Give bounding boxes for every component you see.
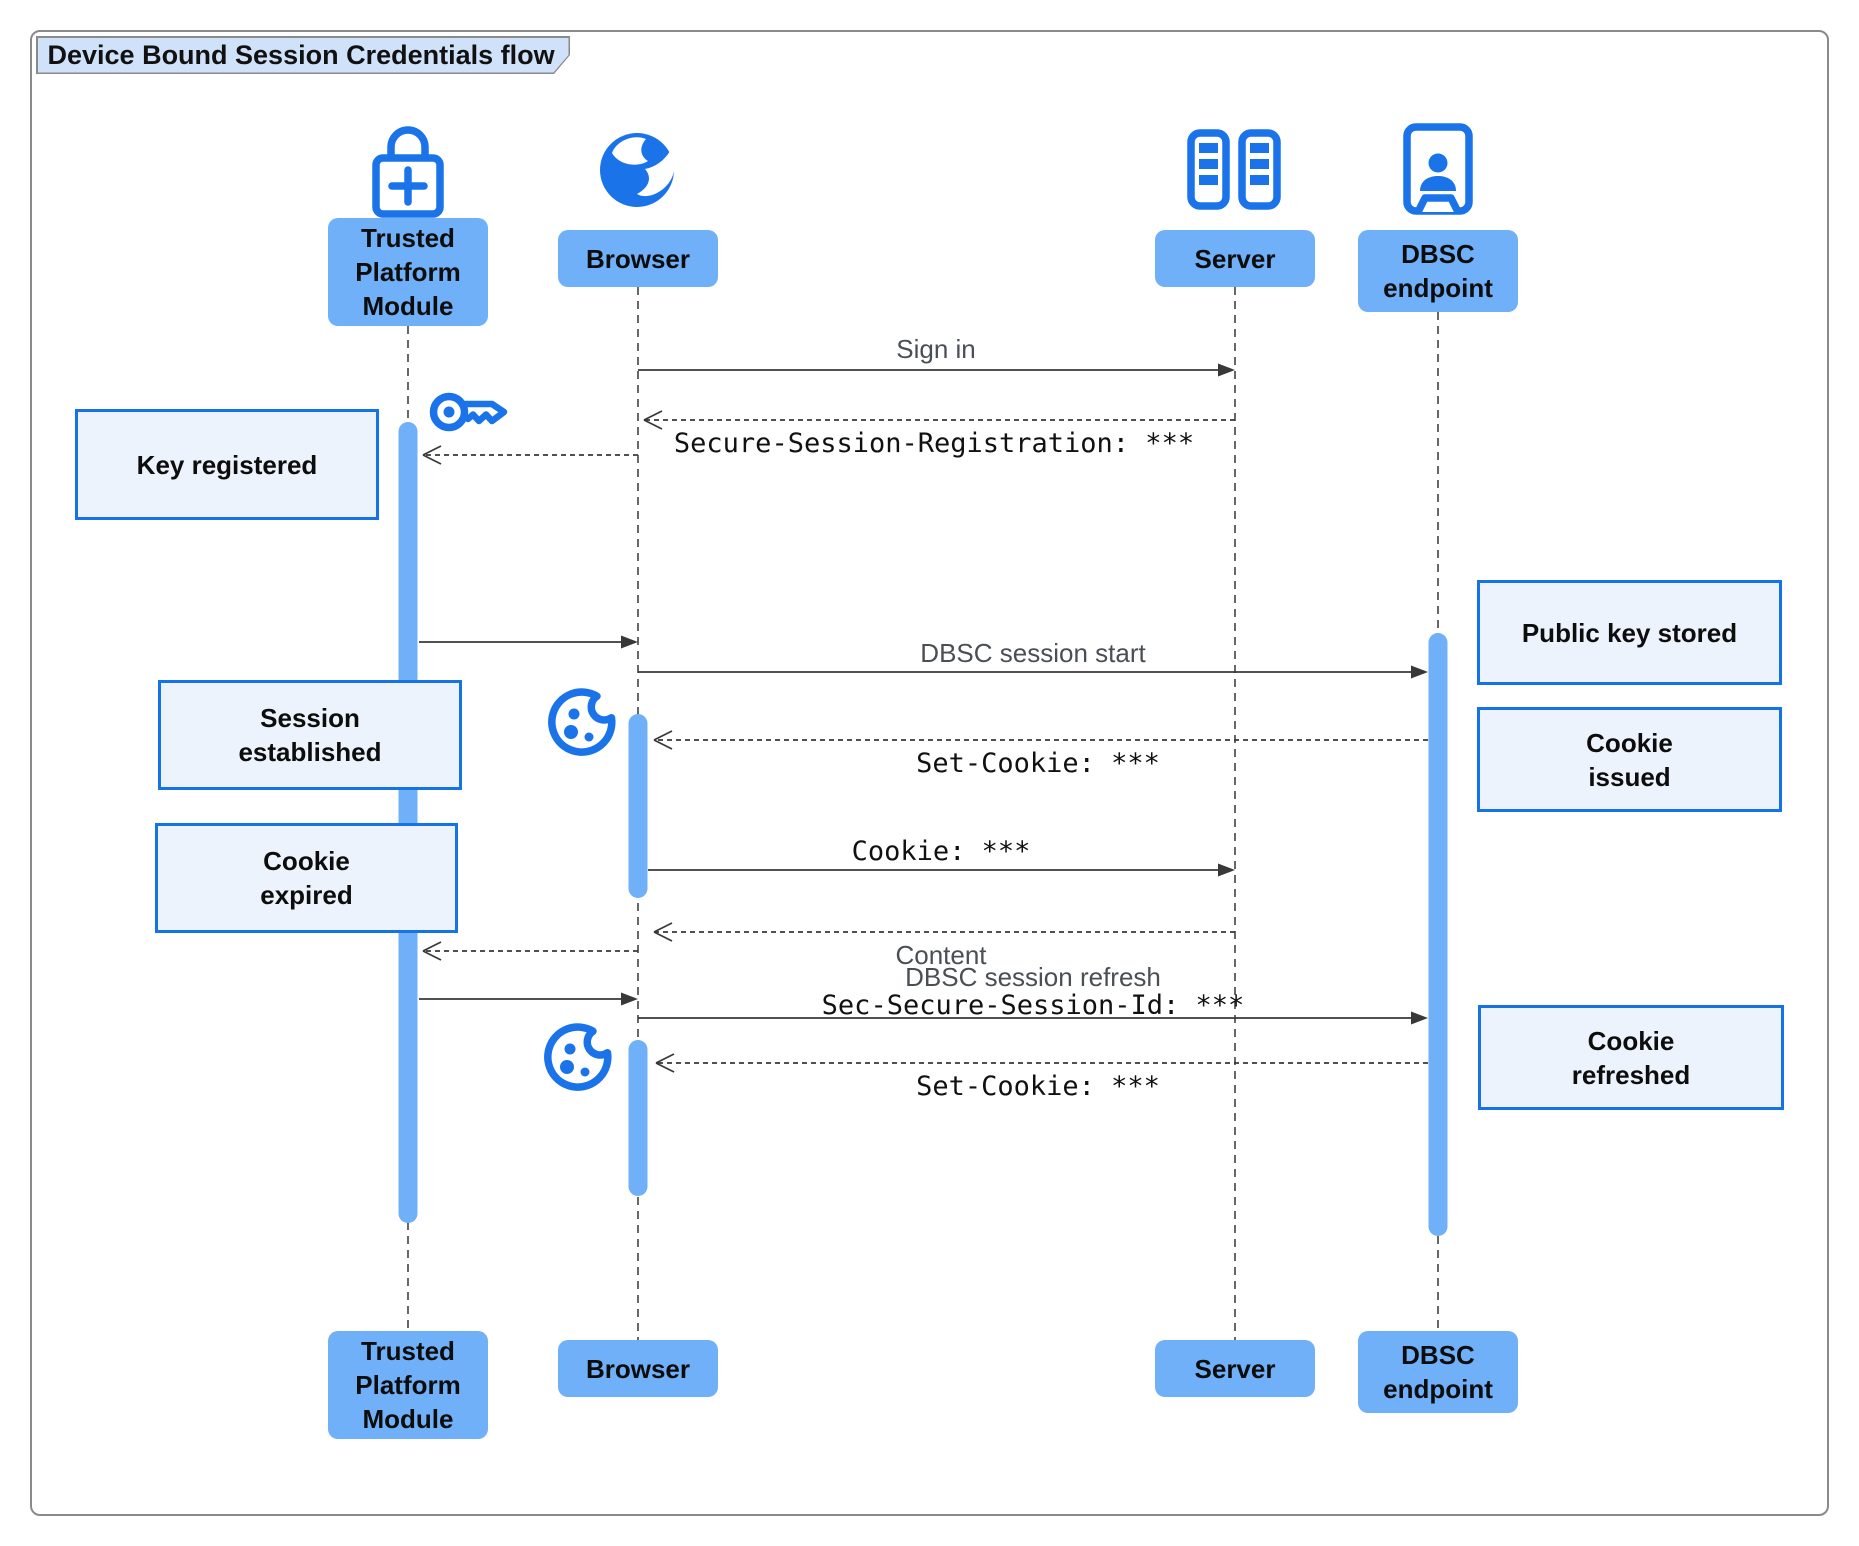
arrow-content [653, 922, 1235, 942]
actor-browser-top: Browser [558, 230, 718, 287]
actor-label: Server [1194, 243, 1276, 274]
actor-label: Server [1194, 1353, 1276, 1384]
message-label-set-cookie-2: Set-Cookie: *** [916, 1071, 1160, 1102]
globe-icon [600, 133, 675, 207]
arrow-store-key [422, 445, 638, 465]
actor-label: Browser [585, 1353, 691, 1384]
message-label-dbsc-session-refresh: DBSC session refresh [905, 962, 1161, 992]
note-text: expired [260, 880, 353, 910]
arrow-key-ready [419, 635, 638, 649]
key-icon [429, 392, 508, 432]
arrow-set-cookie-2 [655, 1053, 1428, 1073]
note-key-registered: Key registered [75, 409, 379, 520]
cookie-icon [548, 688, 616, 756]
activation-tpm [398, 422, 418, 1223]
door-person-icon [1403, 123, 1473, 215]
note-text: Cookie [263, 846, 350, 876]
message-label-session-registration: Secure-Session-Registration: *** [673, 428, 1195, 459]
note-text: issued [1588, 761, 1671, 792]
note-text: Public key stored [1521, 617, 1738, 648]
actor-dbsc-top: DBSC endpoint [1358, 230, 1518, 312]
actor-label: Trusted Platform Module [355, 223, 461, 321]
arrow-cookie [648, 863, 1235, 877]
diagram-title: Device Bound Session Credentials flow [47, 39, 555, 70]
arrow-sign-challenge [422, 941, 638, 961]
cookie-icon [544, 1023, 612, 1091]
message-label-sec-secure-session-id: Sec-Secure-Session-Id: *** [821, 990, 1245, 1021]
activation-browser-1 [628, 714, 648, 898]
message-label-set-cookie-1: Set-Cookie: *** [916, 748, 1160, 779]
note-text: refreshed [1571, 1059, 1691, 1090]
actor-tpm-bottom: Trusted Platform Module [328, 1331, 488, 1439]
server-rack-icon [1187, 129, 1281, 210]
activation-browser-2 [628, 1040, 648, 1196]
actor-label: Trusted Platform Module [355, 1336, 461, 1434]
note-cookie-refreshed: Cookie refreshed [1478, 1005, 1784, 1110]
note-text: Cookie [1586, 727, 1673, 758]
actor-tpm-top: Trusted Platform Module [328, 218, 488, 326]
actor-label: DBSC endpoint [1383, 1340, 1493, 1404]
diagram-border [30, 30, 1829, 1516]
actor-browser-bottom: Browser [558, 1340, 718, 1397]
note-text: Session [260, 703, 360, 733]
arrow-set-cookie-1 [653, 730, 1428, 750]
arrow-dbsc-session-start [638, 665, 1428, 679]
actor-label: Browser [585, 243, 691, 274]
actor-label: DBSC endpoint [1383, 239, 1493, 303]
actor-server-bottom: Server [1155, 1340, 1315, 1397]
diagram-title-tab: Device Bound Session Credentials flow [36, 36, 570, 74]
message-label-sign-in: Sign in [896, 334, 976, 364]
note-cookie-issued: Cookie issued [1477, 707, 1782, 812]
message-label-cookie: Cookie: *** [851, 836, 1031, 867]
activation-dbsc [1428, 633, 1448, 1236]
activation-bars [398, 422, 1448, 1236]
arrow-session-registration [643, 410, 1235, 430]
note-text: Key registered [136, 449, 318, 480]
actor-server-top: Server [1155, 230, 1315, 287]
lock-plus-icon [372, 126, 444, 218]
message-label-dbsc-session-start: DBSC session start [920, 638, 1146, 668]
arrow-dbsc-session-refresh [638, 1011, 1428, 1025]
arrow-sign-in [638, 363, 1235, 377]
arrow-signature-ready [419, 992, 638, 1006]
note-text: established [238, 737, 382, 767]
note-public-key-stored: Public key stored [1477, 580, 1782, 685]
note-text: Cookie [1587, 1025, 1675, 1056]
note-session-established: Session established [158, 680, 462, 790]
message-label-content: Content [895, 940, 987, 970]
actor-dbsc-bottom: DBSC endpoint [1358, 1331, 1518, 1413]
note-cookie-expired: Cookie expired [155, 823, 458, 933]
